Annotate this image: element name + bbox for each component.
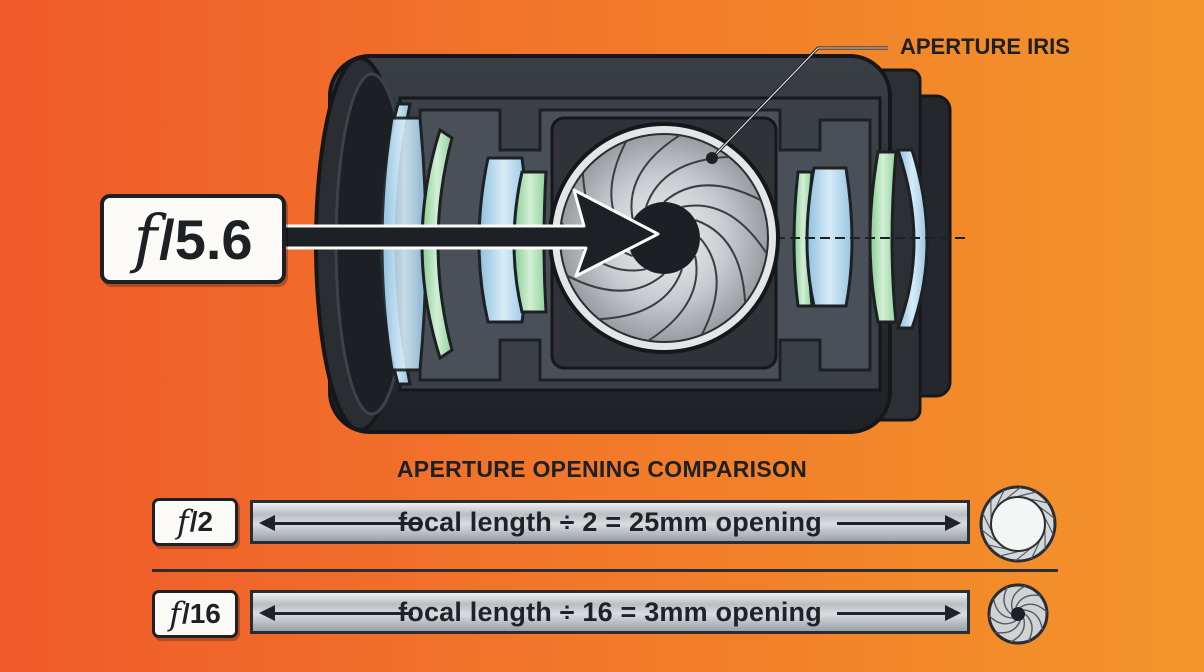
- iris-blade: [995, 620, 1021, 634]
- iris-blade: [647, 255, 698, 342]
- aperture-opening: [628, 202, 700, 274]
- left-arrow-line: [273, 612, 413, 615]
- f-number-value: /2: [189, 506, 214, 537]
- f2-description: focal length ÷ 2 = 25mm opening: [398, 506, 822, 537]
- iris-blade: [1015, 594, 1041, 608]
- iris-leader-dot: [706, 152, 718, 164]
- iris-blade: [1011, 585, 1026, 611]
- large-aperture-icon: [979, 485, 1057, 563]
- left-arrow-line: [273, 522, 423, 525]
- f-symbol: f: [176, 503, 189, 541]
- iris-blade: [988, 615, 1017, 625]
- f-symbol: f: [133, 202, 158, 276]
- iris-blade: [694, 219, 747, 304]
- right-arrow-head: [945, 515, 961, 531]
- iris-blade: [992, 598, 1013, 619]
- small-aperture-icon: [987, 583, 1049, 645]
- f-number-value: /16: [181, 598, 221, 629]
- right-arrow-line: [837, 522, 947, 525]
- iris-blade: [1019, 603, 1048, 613]
- f2-label: f/2: [152, 498, 238, 546]
- left-arrow-head: [259, 515, 275, 531]
- iris-blade: [1024, 613, 1033, 642]
- iris-blade: [663, 184, 762, 203]
- iris-blade: [630, 134, 681, 221]
- pointer-arrow: [282, 188, 660, 278]
- f16-label: f/16: [152, 590, 238, 638]
- main-f-number-label: f/5.6: [100, 194, 286, 284]
- left-arrow-head: [259, 605, 275, 621]
- iris-blade: [1023, 609, 1044, 630]
- f-number-value: /5.6: [159, 207, 253, 271]
- aperture-iris-label: APERTURE IRIS: [900, 34, 1070, 59]
- f16-description: focal length ÷ 16 = 3mm opening: [398, 596, 822, 627]
- f16-measure-bar: focal length ÷ 16 = 3mm opening: [250, 590, 970, 634]
- row-divider: [152, 569, 1058, 572]
- iris-blade: [1003, 586, 1012, 615]
- iris-blade: [566, 273, 665, 292]
- f2-measure-bar: focal length ÷ 2 = 25mm opening: [250, 500, 970, 544]
- f-symbol: f: [169, 595, 181, 633]
- iris-blade: [681, 204, 768, 255]
- iris-blade: [1010, 617, 1025, 643]
- right-arrow-line: [837, 612, 947, 615]
- right-arrow-head: [945, 605, 961, 621]
- iris-blade: [598, 268, 683, 321]
- comparison-title: APERTURE OPENING COMPARISON: [396, 456, 808, 482]
- aperture-iris: [548, 122, 780, 354]
- iris-blade: [699, 237, 718, 336]
